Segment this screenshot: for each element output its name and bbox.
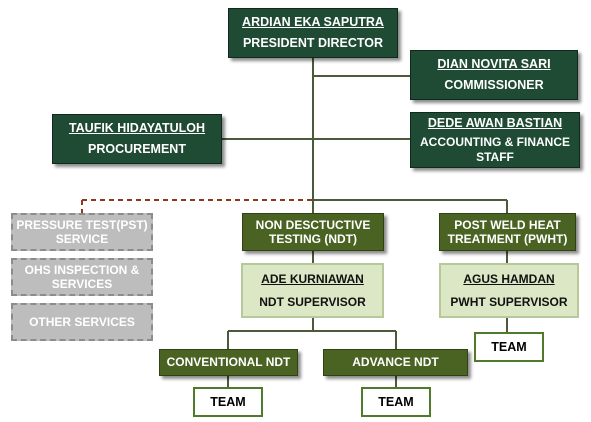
- procurement-name: TAUFIK HIDAYATULOH: [68, 121, 206, 135]
- ndt-supervisor-role: NDT SUPERVISOR: [259, 295, 366, 309]
- ohs-inspection-label: OHS INSPECTION & SERVICES: [24, 262, 140, 291]
- accounting-role: ACCOUNTING & FINANCE STAFF: [420, 135, 570, 164]
- pwht-supervisor-box: AGUS HAMDAN PWHT SUPERVISOR: [439, 263, 579, 318]
- pwht-team-label: TEAM: [491, 339, 527, 354]
- conventional-ndt-box: CONVENTIONAL NDT: [159, 349, 298, 376]
- pressure-test-box: PRESSURE TEST(PST) SERVICE: [11, 213, 153, 251]
- ndt-department-label: NON DESCTUCTIVE TESTING (NDT): [255, 217, 371, 246]
- advance-team-label: TEAM: [378, 394, 414, 409]
- ndt-supervisor-box: ADE KURNIAWAN NDT SUPERVISOR: [241, 263, 384, 318]
- commissioner-name: DIAN NOVITA SARI: [437, 57, 551, 71]
- pwht-department-label: POST WELD HEAT TREATMENT (PWHT): [447, 217, 568, 246]
- president-role: PRESIDENT DIRECTOR: [242, 36, 384, 50]
- conventional-team-box: TEAM: [193, 387, 263, 417]
- ndt-supervisor-name: ADE KURNIAWAN: [261, 271, 364, 286]
- advance-ndt-box: ADVANCE NDT: [323, 349, 468, 376]
- other-services-box: OTHER SERVICES: [11, 303, 153, 341]
- procurement-role: PROCUREMENT: [88, 142, 186, 156]
- pwht-supervisor-role: PWHT SUPERVISOR: [450, 295, 568, 309]
- ndt-department-box: NON DESCTUCTIVE TESTING (NDT): [242, 213, 384, 251]
- conventional-team-label: TEAM: [210, 394, 246, 409]
- accounting-box: DEDE AWAN BASTIAN ACCOUNTING & FINANCE S…: [410, 112, 580, 168]
- commissioner-role: COMMISSIONER: [444, 78, 544, 92]
- commissioner-box: DIAN NOVITA SARI COMMISSIONER: [410, 50, 578, 100]
- accounting-name: DEDE AWAN BASTIAN: [427, 116, 563, 131]
- procurement-box: TAUFIK HIDAYATULOH PROCUREMENT: [52, 114, 222, 164]
- ohs-inspection-box: OHS INSPECTION & SERVICES: [11, 258, 153, 296]
- president-name: ARDIAN EKA SAPUTRA: [242, 15, 384, 29]
- pwht-supervisor-name: AGUS HAMDAN: [463, 271, 555, 286]
- pwht-department-box: POST WELD HEAT TREATMENT (PWHT): [439, 213, 576, 251]
- conventional-ndt-label: CONVENTIONAL NDT: [166, 355, 291, 370]
- pressure-test-label: PRESSURE TEST(PST) SERVICE: [16, 217, 148, 246]
- advance-team-box: TEAM: [361, 387, 431, 417]
- other-services-label: OTHER SERVICES: [29, 314, 135, 329]
- advance-ndt-label: ADVANCE NDT: [352, 355, 439, 370]
- president-director-box: ARDIAN EKA SAPUTRA PRESIDENT DIRECTOR: [228, 8, 398, 58]
- pwht-team-box: TEAM: [474, 332, 544, 362]
